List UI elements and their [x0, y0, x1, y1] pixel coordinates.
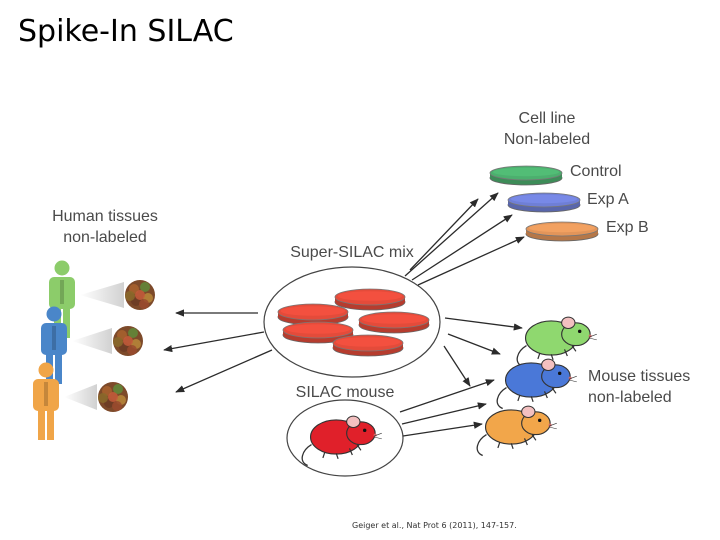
arrows [163, 192, 525, 437]
arrow-mix-to-human-3 [175, 349, 273, 393]
arrow-mouse-to-control [409, 198, 479, 271]
tissue-sample [98, 382, 128, 412]
dish-label-exp-a: Exp A [587, 191, 629, 208]
arrow-mix-to-human-2 [163, 331, 265, 353]
silac-mouse-label: SILAC mouse [295, 384, 395, 401]
sample-cone [64, 384, 97, 410]
super-silac-dish-4 [282, 321, 354, 344]
cell-line-label: Cell line Non-labeled [503, 110, 591, 148]
orange-mouse [476, 405, 557, 457]
mouse-tissue-mice [476, 316, 597, 457]
green-human [49, 260, 155, 338]
dish-label-exp-b: Exp B [606, 219, 649, 236]
super-silac-mix-ellipse [263, 266, 441, 378]
cell-dish-control [489, 165, 563, 186]
super-silac-dish-3 [358, 311, 430, 334]
arrow-silac-to-blue-mouse [399, 379, 495, 413]
mouse-tissues-label: Mouse tissues non-labeled [588, 368, 691, 406]
super-silac-dishes [277, 288, 430, 357]
arrow-silac-to-mid-mouse [401, 402, 487, 425]
green-mouse [516, 316, 597, 368]
sample-cone [72, 328, 112, 354]
blue-mouse [496, 358, 577, 410]
arrow-mix-to-orange-mouse [443, 345, 471, 387]
sample-cone [80, 282, 124, 308]
human-figures [33, 260, 155, 440]
silac-mouse-ellipse [286, 399, 404, 477]
arrow-mix-to-control [404, 192, 499, 277]
arrow-mix-to-exp-a [411, 214, 513, 281]
cell-line-dishes [489, 165, 599, 242]
silac-mouse-figure [301, 415, 382, 467]
tissue-sample [113, 326, 143, 356]
arrow-silac-to-orange-mouse [402, 421, 483, 437]
arrow-mix-to-exp-b [417, 236, 525, 286]
super-silac-mix-label: Super-SILAC mix [290, 244, 414, 261]
cell-dish-exp-b [525, 221, 599, 242]
tissue-sample [125, 280, 155, 310]
orange-human [33, 362, 128, 440]
dish-label-control: Control [570, 163, 622, 180]
citation: Geiger et al., Nat Prot 6 (2011), 147-15… [352, 521, 517, 530]
arrow-mix-to-blue-mouse [447, 333, 501, 355]
super-silac-dish-1 [334, 288, 406, 311]
super-silac-dish-5 [332, 334, 404, 357]
arrow-mix-to-green-mouse [444, 317, 523, 331]
cell-dish-exp-a [507, 192, 581, 213]
silac-mouse [301, 415, 382, 467]
slide-title: Spike-In SILAC [18, 14, 234, 49]
human-tissues-label: Human tissues non-labeled [52, 208, 158, 246]
blue-human [41, 306, 143, 384]
